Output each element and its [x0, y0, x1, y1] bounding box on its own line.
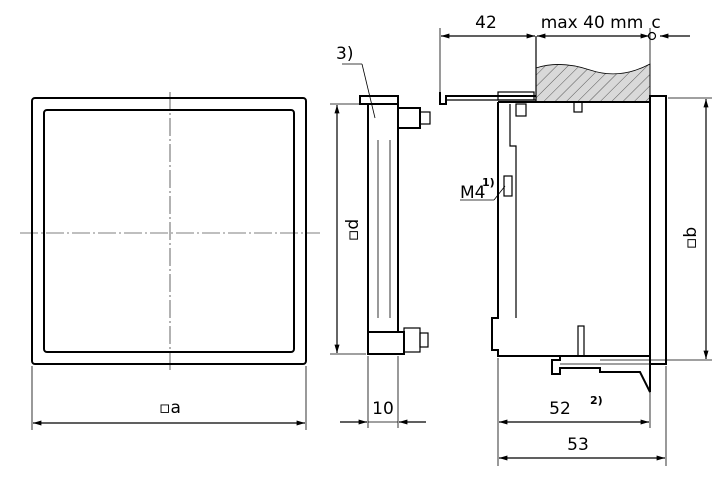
dim-52-note: 2)	[590, 394, 603, 407]
clamp-top-screw	[419, 111, 431, 125]
housing-top-tab	[515, 103, 527, 117]
top-screw-head	[439, 92, 536, 105]
wall-hatch	[535, 63, 651, 103]
dim-max40-label: max 40 mm	[541, 13, 644, 33]
note-3-leader	[361, 63, 376, 119]
clamp-bottom-foot	[367, 331, 405, 355]
front-bezel-outline	[31, 97, 307, 365]
dim-10-label: 10	[372, 399, 394, 419]
housing-left-outline	[491, 102, 650, 357]
dim-42-label: 42	[475, 13, 497, 33]
clamp-bottom-screw	[419, 332, 429, 348]
front-bezel-section	[649, 95, 667, 365]
m4-note: 1)	[482, 176, 495, 189]
clamp-bottom-knob	[403, 327, 421, 353]
dim-c-marker	[647, 31, 657, 41]
clamp-top-knob	[397, 107, 421, 129]
clamp-bar	[367, 103, 399, 333]
dim-a-label: ▫a	[159, 398, 181, 418]
dim-53-label: 53	[567, 435, 589, 455]
dim-d-label: ▫d	[343, 219, 363, 241]
m4-leader	[493, 185, 506, 201]
m4-thread-block	[503, 175, 513, 197]
front-view: ▫a	[20, 92, 320, 430]
dim-b-label: ▫b	[681, 227, 701, 249]
housing-top-tab-2	[573, 101, 583, 113]
dim-c-label: c	[651, 13, 660, 33]
m4-label: M4	[460, 183, 485, 203]
bottom-clamp-body	[551, 355, 651, 393]
section-view: 42 max 40 mm c M4 1) ▫b	[439, 13, 712, 466]
side-view: 3) ▫d 10	[330, 44, 431, 428]
housing-inner-wall	[509, 104, 517, 318]
dim-52-label: 52	[549, 399, 571, 419]
front-window	[43, 109, 295, 353]
bottom-clamp-post	[577, 325, 585, 357]
note-3-label: 3)	[336, 44, 353, 64]
clamp-top-lip	[359, 95, 399, 105]
